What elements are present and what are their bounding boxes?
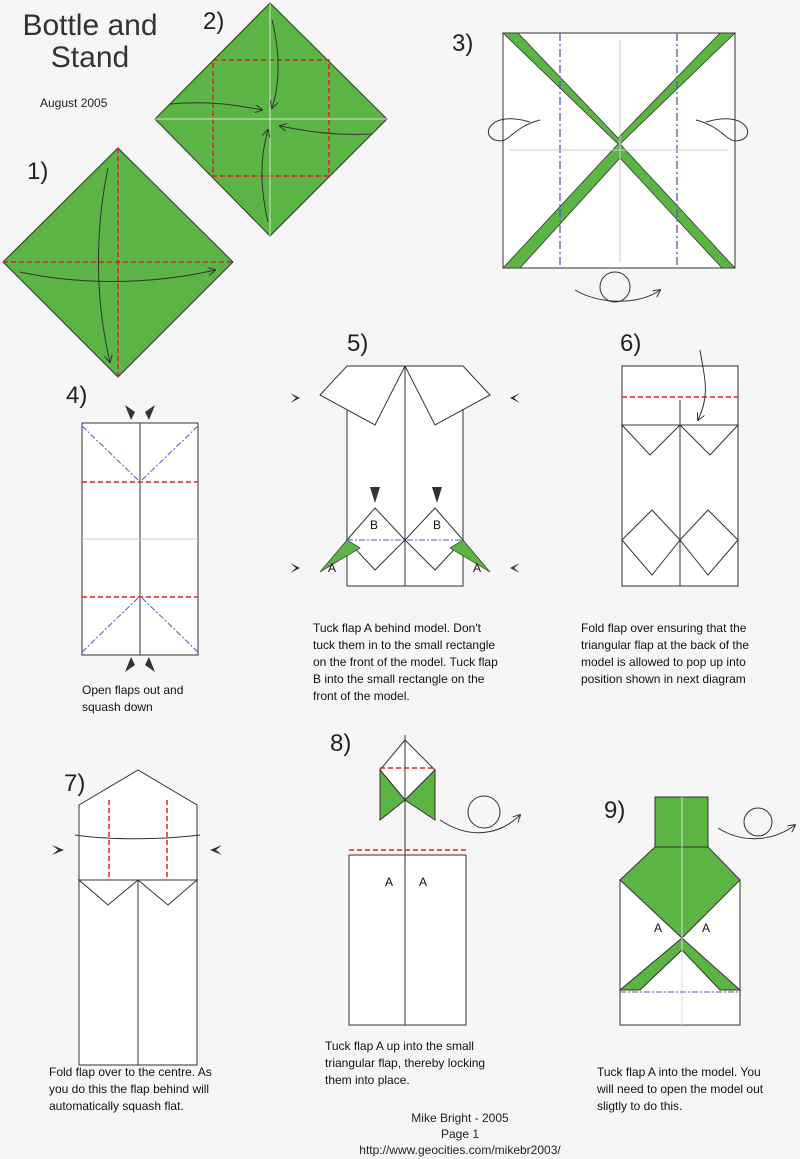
page-footer: Mike Bright - 2005 Page 1 http://www.geo… xyxy=(330,1110,590,1158)
step-4-diagram xyxy=(81,405,199,672)
page-number: Page 1 xyxy=(440,1127,480,1141)
step-6-diagram xyxy=(620,349,740,587)
website-url: http://www.geocities.com/mikebr2003/ xyxy=(359,1143,561,1157)
step-5-flap-label-a-right: A xyxy=(473,561,482,575)
author-credit: Mike Bright - 2005 xyxy=(411,1111,509,1125)
step-4-number: 4) xyxy=(66,382,88,409)
step-8-number: 8) xyxy=(330,730,352,757)
step-9-diagram xyxy=(618,796,795,1026)
step-2-number: 2) xyxy=(203,8,225,35)
step-7-diagram xyxy=(52,769,222,1066)
step-9-flap-label-a-left: A xyxy=(654,921,663,935)
step-5-number: 5) xyxy=(347,330,369,357)
step-3-number: 3) xyxy=(452,30,474,57)
step-9-number: 9) xyxy=(604,797,626,824)
step-1-diagram xyxy=(2,147,234,378)
step-7-caption: Fold flap over to the centre. As you do … xyxy=(49,1065,212,1113)
step-9-caption: Tuck flap A into the model. You will nee… xyxy=(597,1065,764,1113)
step-2-diagram xyxy=(154,2,388,237)
step-9-flap-label-a-right: A xyxy=(702,921,711,935)
step-7-number: 7) xyxy=(64,770,86,797)
step-8-flap-label-a-left: A xyxy=(385,875,394,889)
step-6-caption: Fold flap over ensuring that the triangu… xyxy=(581,621,750,686)
step-1-number: 1) xyxy=(27,158,49,185)
diagram-date: August 2005 xyxy=(40,96,108,110)
step-8-caption: Tuck flap A up into the small triangular… xyxy=(325,1039,486,1087)
step-3-diagram xyxy=(487,32,749,303)
step-5-flap-label-b-left: B xyxy=(370,518,379,532)
step-8-diagram xyxy=(348,735,520,1026)
step-4-caption: Open flaps out and squash down xyxy=(82,683,184,714)
step-5-flap-label-b-right: B xyxy=(433,518,442,532)
title-line-2: Stand xyxy=(50,41,130,74)
step-8-flap-label-a-right: A xyxy=(419,875,428,889)
step-5-caption: Tuck flap A behind model. Don't tuck the… xyxy=(313,621,498,703)
diagram-title: Bottle and Stand xyxy=(10,10,170,74)
title-line-1: Bottle and xyxy=(22,9,158,42)
step-5-diagram xyxy=(290,365,520,587)
step-5-flap-label-a-left: A xyxy=(328,561,337,575)
step-6-number: 6) xyxy=(620,330,642,357)
